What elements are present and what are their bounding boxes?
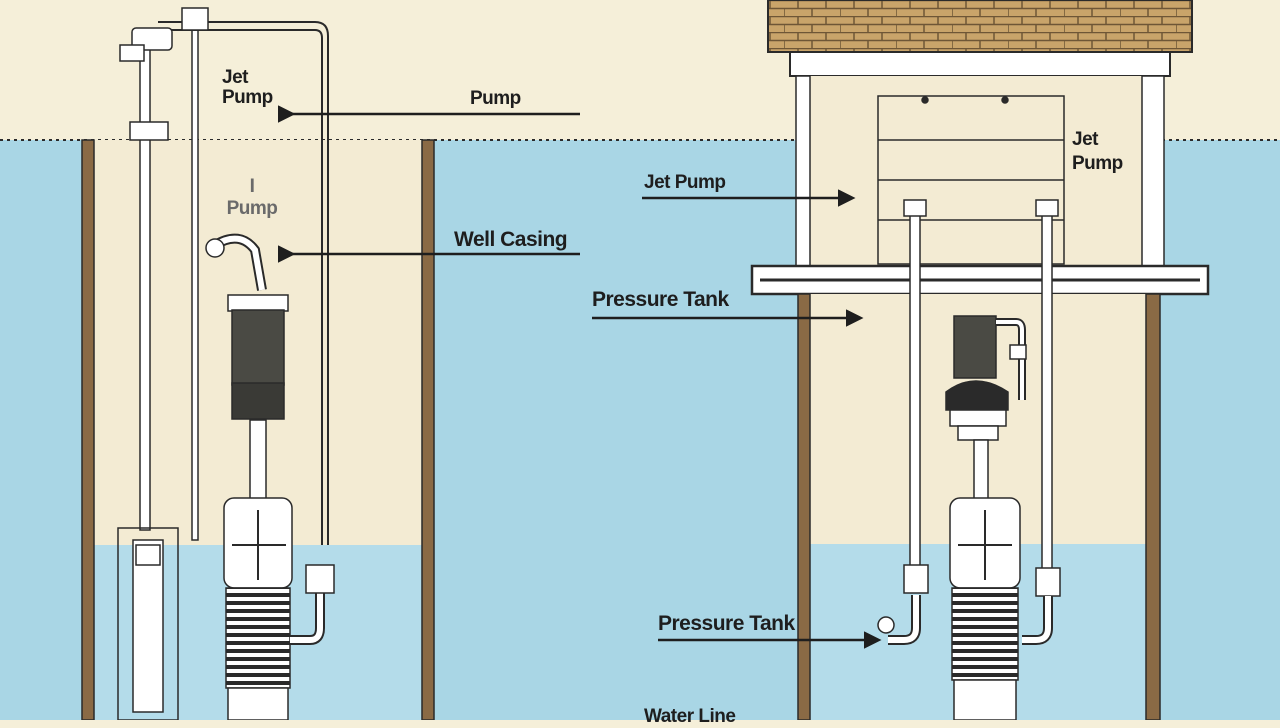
pressure-tank-lower-label: Pressure Tank: [658, 612, 795, 635]
left-casing-wall-left: [81, 139, 95, 720]
right-pump-motor: [945, 315, 1027, 720]
water-line-label: Water Line: [644, 706, 736, 727]
left-drop-pipe: [117, 7, 329, 720]
well-casing-label: Well Casing: [454, 228, 568, 251]
left-inner-pump-line2: Pump: [226, 198, 278, 219]
right-jet-pump-label: Jet Pump: [1072, 128, 1123, 176]
brick-wall: [767, 0, 1193, 53]
right-casing-wall-right: [1145, 293, 1161, 720]
house-beam: [789, 51, 1171, 77]
right-jet-pump-line2: Pump: [1072, 153, 1123, 174]
left-casing-wall-right: [421, 139, 435, 720]
left-motor-body: [231, 309, 285, 386]
left-well: [81, 7, 435, 720]
left-jet-pump-line1: Jet: [222, 67, 248, 88]
callout-arrows: [278, 105, 882, 649]
left-jet-pump-line2: Pump: [222, 87, 273, 108]
right-casing-wall-left: [797, 293, 811, 720]
left-inner-pump-label: I Pump: [222, 176, 282, 220]
left-inner-pump-line1: I: [249, 176, 255, 197]
right-jet-pump-arrow-label: Jet Pump: [644, 172, 726, 193]
pump-arrow-label: Pump: [470, 88, 521, 109]
pressure-tank-upper-label: Pressure Tank: [592, 288, 729, 311]
right-house: [750, 0, 1210, 720]
right-jet-pump-tank: [877, 95, 1065, 265]
left-inner-pump: [205, 233, 335, 720]
right-pipes: [877, 199, 1061, 645]
right-jet-pump-line1: Jet: [1072, 129, 1098, 150]
left-jet-pump-label: Jet Pump: [222, 68, 273, 108]
